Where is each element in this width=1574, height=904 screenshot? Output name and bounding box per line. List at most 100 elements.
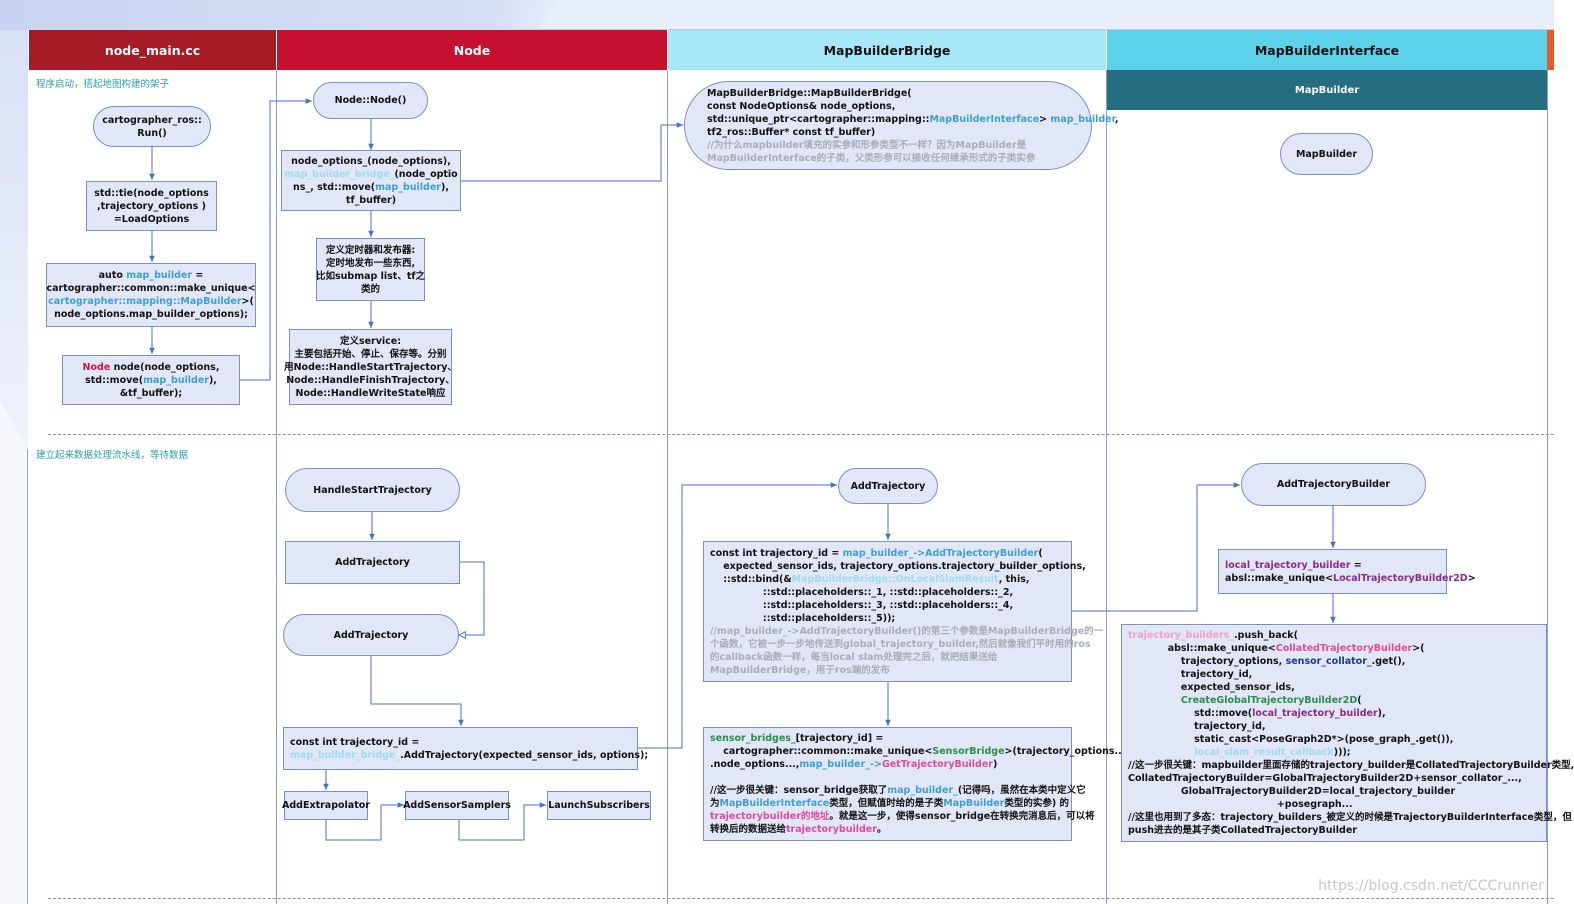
connector: [370, 656, 464, 726]
node-text-segment: absl::make_unique<: [1225, 572, 1334, 584]
node-text-segment: trajectory_builders_: [1128, 630, 1235, 641]
node-text-line: //map_builder_->AddTrajectoryBuilder()的第…: [710, 625, 1103, 638]
node-text-segment: (记得吗，虽然在本类中定义它: [957, 785, 1086, 796]
node-text-line: const int trajectory_id = map_builder_->…: [710, 547, 1043, 560]
top-bar-shade: [0, 0, 560, 30]
make-map-builder-node[interactable]: auto map_builder =cartographer::common::…: [46, 263, 256, 327]
node-text-line: expected_sensor_ids,: [1128, 681, 1295, 694]
node-text-line: trajectory_id,: [1128, 668, 1252, 681]
phase-separator: [48, 434, 1554, 435]
node-text-segment: 定时地发布一些东西,: [325, 257, 416, 269]
node-text-segment: =LoadOptions: [113, 213, 190, 225]
node-text-segment: MapBuilderBridge::OnLocalSlamResult: [791, 573, 999, 585]
node-text-segment: [trajectory_id] =: [795, 733, 884, 744]
node-text-segment: absl::make_unique<: [1128, 643, 1276, 654]
node-text-line: 比如submap list、tf之: [316, 270, 425, 283]
node-text-line: local_trajectory_builder =: [1225, 559, 1362, 572]
node-text-segment: .push_back(: [1234, 630, 1298, 641]
node-text-line: 定时地发布一些东西,: [326, 257, 415, 270]
node-text-line: expected_sensor_ids, trajectory_options.…: [710, 560, 1086, 573]
sensor-bridges-node[interactable]: sensor_bridges_[trajectory_id] = cartogr…: [703, 727, 1122, 841]
node-text-segment: sensor_collator_: [1285, 656, 1372, 667]
node-text-line: trajectory_options, sensor_collator_.get…: [1128, 655, 1405, 668]
node-text-segment: [710, 772, 713, 783]
node-text-line: //为什么mapbuilder填充的实参和形参类型不一样？因为MapBuilde…: [707, 139, 1026, 152]
add-sensor-samplers-node[interactable]: AddSensorSamplers: [403, 791, 511, 820]
node-text-segment: ,trajectory_options ): [97, 200, 206, 212]
node-text-line: //这里也用到了多态：trajectory_builders_被定义的时候是Tr…: [1128, 811, 1572, 824]
lane-divider: [276, 70, 277, 904]
map-builder-node[interactable]: MapBuilder: [1280, 133, 1373, 175]
const-trajectory-id-node[interactable]: const int trajectory_id =map_builder_bri…: [283, 727, 648, 770]
node-text-segment: map_builder_->AddTrajectoryBuilder: [842, 547, 1039, 559]
node-text-segment: trajectorybuilder的地址: [710, 811, 830, 822]
timers-publishers-node[interactable]: 定义定时器和发布器:定时地发布一些东西,比如submap list、tf之类的: [316, 238, 425, 301]
lane-header-node: Node: [277, 30, 667, 70]
node-text-segment: static_cast<PoseGraph2D*>(pose_graph_.ge…: [1128, 734, 1454, 745]
local-trajectory-builder-node[interactable]: local_trajectory_builder =absl::make_uni…: [1218, 549, 1476, 594]
node-text-segment: auto: [98, 270, 127, 281]
node-text-line: LaunchSubscribers: [548, 799, 650, 812]
load-options-node[interactable]: std::tie(node_options,trajectory_options…: [86, 181, 217, 231]
lane-header-map-builder-interface: MapBuilderInterface: [1107, 30, 1547, 70]
node-text-segment: >(: [241, 296, 254, 307]
add-extrapolator-node[interactable]: AddExtrapolator: [282, 791, 370, 820]
node-text-line: 为MapBuilderInterface类型，但赋值时给的是子类MapBuild…: [710, 797, 1069, 810]
run-node[interactable]: cartographer_ros::Run(): [93, 106, 211, 147]
add-trajectory-builder-node[interactable]: AddTrajectoryBuilder: [1241, 463, 1426, 506]
node-text-segment: std::move(: [85, 374, 144, 386]
watermark: https://blog.csdn.net/CCCrunner: [1318, 878, 1544, 894]
node-text-line: trajectory_builders_.push_back(: [1128, 629, 1298, 642]
node-text-segment: >(: [1412, 643, 1425, 654]
node-text-segment: MapBuilder: [943, 798, 1005, 809]
node-constructor-node[interactable]: Node::Node(): [313, 82, 428, 119]
node-text-segment: node_options.map_builder_options);: [54, 309, 248, 320]
add-trajectory-node-a[interactable]: AddTrajectory: [285, 541, 460, 584]
node-text-segment: ::std::placeholders::_5));: [710, 612, 896, 624]
node-text-segment: +posegraph...: [1128, 799, 1353, 810]
node-text-segment: map_builder: [143, 374, 209, 386]
node-text-segment: )));: [1333, 747, 1351, 758]
node-text-segment: ),: [441, 181, 449, 193]
node-text-line: CollatedTrajectoryBuilder=GlobalTrajecto…: [1128, 772, 1522, 785]
node-text-segment: ::std::bind(&: [710, 573, 792, 585]
trajectory-builders-push-node[interactable]: trajectory_builders_.push_back( absl::ma…: [1121, 624, 1574, 842]
add-trajectory-builder-call-node[interactable]: const int trajectory_id = map_builder_->…: [703, 541, 1103, 682]
node-text-segment: ::std::placeholders::_3, ::std::placehol…: [710, 599, 1014, 611]
bridge-constructor-node[interactable]: MapBuilderBridge::MapBuilderBridge(const…: [684, 81, 1119, 170]
lane-divider: [667, 70, 668, 904]
node-text-segment: SensorBridge: [932, 746, 1005, 757]
node-text-segment: Node::HandleWriteState响应: [295, 387, 446, 399]
node-text-segment: AddTrajectory: [850, 480, 926, 492]
node-text-segment: AddExtrapolator: [282, 800, 370, 811]
node-text-line: GlobalTrajectoryBuilder2D=local_trajecto…: [1128, 785, 1455, 798]
node-text-segment: MapBuilderBridge，用于ros端的发布: [710, 664, 890, 676]
node-text-segment: AddTrajectoryBuilder: [1276, 479, 1391, 490]
launch-subscribers-node[interactable]: LaunchSubscribers: [547, 791, 651, 820]
add-trajectory-node-b[interactable]: AddTrajectory: [283, 614, 459, 656]
node-text-segment: [1128, 747, 1194, 758]
services-node[interactable]: 定义service:主要包括开始、停止、保存等。分别用Node::HandleS…: [284, 329, 457, 405]
node-text-segment: 转换后的数据送给: [710, 824, 787, 835]
node-text-line: AddTrajectory: [335, 556, 410, 569]
node-text-segment: trajectory_id,: [1128, 721, 1266, 732]
node-text-segment: >: [1467, 572, 1476, 584]
lane-header-node-main: node_main.cc: [29, 30, 276, 70]
node-text-line: //这一步很关键：sensor_bridge获取了map_builder_(记得…: [710, 784, 1086, 797]
node-text-line: +posegraph...: [1128, 798, 1353, 811]
bridge-add-trajectory-node[interactable]: AddTrajectory: [838, 468, 938, 504]
connector: [460, 122, 683, 182]
node-text-line: const int trajectory_id =: [290, 736, 419, 749]
node-text-line: cartographer::common::make_unique<: [46, 282, 255, 295]
node-text-segment: //这里也用到了多态：trajectory_builders_被定义的时候是Tr…: [1128, 812, 1572, 823]
node-text-segment: 定义service:: [339, 335, 402, 347]
node-options-init-node[interactable]: node_options_(node_options),map_builder_…: [281, 150, 461, 211]
node-text-segment: ),: [1377, 708, 1386, 719]
create-node-node[interactable]: Node node(node_options,std::move(map_bui…: [62, 355, 240, 405]
node-text-segment: LaunchSubscribers: [548, 800, 650, 811]
node-text-line: .node_options...,map_builder_->GetTrajec…: [710, 758, 997, 771]
node-text-line: cartographer::common::make_unique<Sensor…: [710, 745, 1122, 758]
node-text-segment: map_builder_->: [799, 759, 882, 770]
handle-start-trajectory-node[interactable]: HandleStartTrajectory: [285, 468, 460, 512]
